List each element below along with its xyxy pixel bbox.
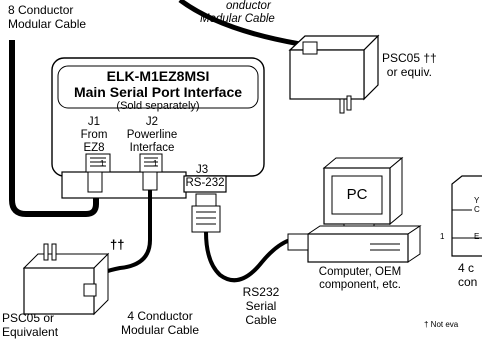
psc05-top-unit: [288, 34, 380, 114]
rs232-cable: [204, 231, 291, 283]
pc-computer: [287, 156, 422, 263]
j1-label: J1 From EZ8: [80, 116, 108, 155]
j1-pin1: 1: [100, 159, 105, 168]
psc05-top-label: PSC05 †† or equiv.: [382, 51, 437, 79]
top-modular-cable: [178, 0, 301, 47]
module-model: ELK-M1EZ8MSI: [106, 68, 210, 84]
db9-connector: [191, 193, 221, 233]
rs232-port-label: RS-232: [185, 177, 225, 189]
module-heading: ELK-M1EZ8MSI Main Serial Port Interface …: [58, 68, 258, 113]
partial-pin1: 1: [440, 232, 445, 241]
cable-8-conductor-label: 8 Conductor Modular Cable: [8, 3, 87, 31]
j3-label: J3: [196, 164, 209, 176]
module-box: [51, 57, 265, 199]
cable-4-conductor-label: 4 Conductor Modular Cable: [120, 309, 200, 337]
module-subtitle: (Sold separately): [116, 100, 200, 113]
pc-label: PC: [346, 186, 368, 203]
dagger-mark: ††: [110, 237, 125, 252]
j2-pin1: 1: [153, 159, 158, 168]
module-title: Main Serial Port Interface: [73, 84, 243, 101]
partial-y: Y: [474, 196, 480, 205]
j2-label: J2 Powerline Interface: [126, 116, 178, 155]
psc05-bottom-label: PSC05 or Equivalent: [2, 311, 59, 339]
partial-device-right: [451, 175, 482, 257]
cable-top-label: onductor Modular Cable: [200, 0, 275, 26]
partial-e: E: [474, 232, 480, 241]
eight-conductor-cable: [9, 40, 99, 217]
psc05-bottom-unit: [22, 243, 110, 316]
footnote: † Not eva: [424, 320, 459, 329]
partial-caption: 4 c con: [458, 261, 478, 289]
partial-c: C: [474, 205, 480, 214]
computer-caption: Computer, OEM component, etc.: [318, 266, 402, 292]
rs232-cable-label: RS232 Serial Cable: [242, 285, 280, 327]
